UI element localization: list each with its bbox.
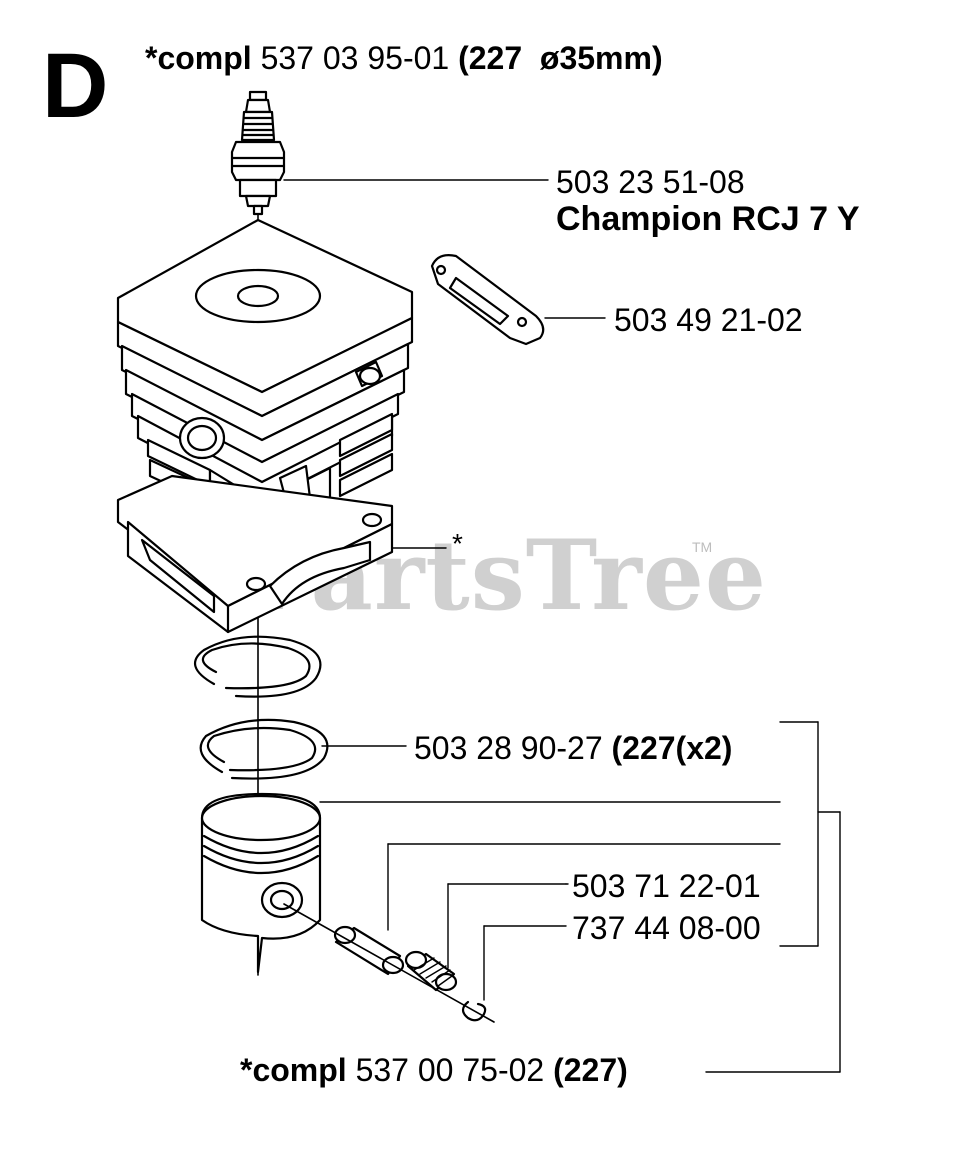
cylinder-kit-label: *compl 537 03 95-01 (227 ø35mm) — [145, 42, 663, 74]
leader-lines — [283, 179, 841, 1073]
cylinder-marker: * — [452, 528, 463, 559]
piston-ring-label: 503 28 90-27 (227(x2) — [414, 732, 732, 764]
piston-ring-upper-icon — [193, 635, 322, 698]
piston-ring-lower-icon — [199, 718, 329, 780]
piston-kit-label: *compl 537 00 75-02 (227) — [240, 1054, 628, 1086]
needle-bearing-icon — [404, 950, 458, 992]
watermark-trademark: TM — [692, 539, 713, 555]
needle-bearing-number: 503 71 22-01 — [572, 868, 761, 904]
piston-ring-number: 503 28 90-27 — [414, 730, 603, 766]
cylinder-kit-number: 537 03 95-01 — [260, 40, 450, 76]
gasket-number: 503 49 21-02 — [614, 302, 803, 338]
circlip-number: 737 44 08-00 — [572, 910, 761, 946]
circlip-icon — [283, 903, 495, 1023]
cylinder-icon — [116, 218, 414, 634]
spark-plug-name: Champion RCJ 7 Y — [556, 200, 860, 238]
piston-pin-icon — [333, 925, 405, 976]
piston-ring-suffix: (227(x2) — [611, 730, 733, 766]
spark-plug-number: 503 23 51-08 — [556, 164, 745, 200]
spark-plug-icon — [230, 90, 286, 216]
cylinder-kit-prefix: *compl — [145, 40, 252, 76]
piston-icon — [200, 792, 322, 974]
cylinder-kit-suffix: (227 ø35mm) — [458, 40, 663, 76]
piston-kit-suffix: (227) — [553, 1052, 628, 1088]
gasket-icon — [430, 254, 545, 346]
piston-kit-number: 537 00 75-02 — [355, 1052, 545, 1088]
section-letter: D — [42, 35, 109, 137]
piston-kit-prefix: *compl — [240, 1052, 347, 1088]
